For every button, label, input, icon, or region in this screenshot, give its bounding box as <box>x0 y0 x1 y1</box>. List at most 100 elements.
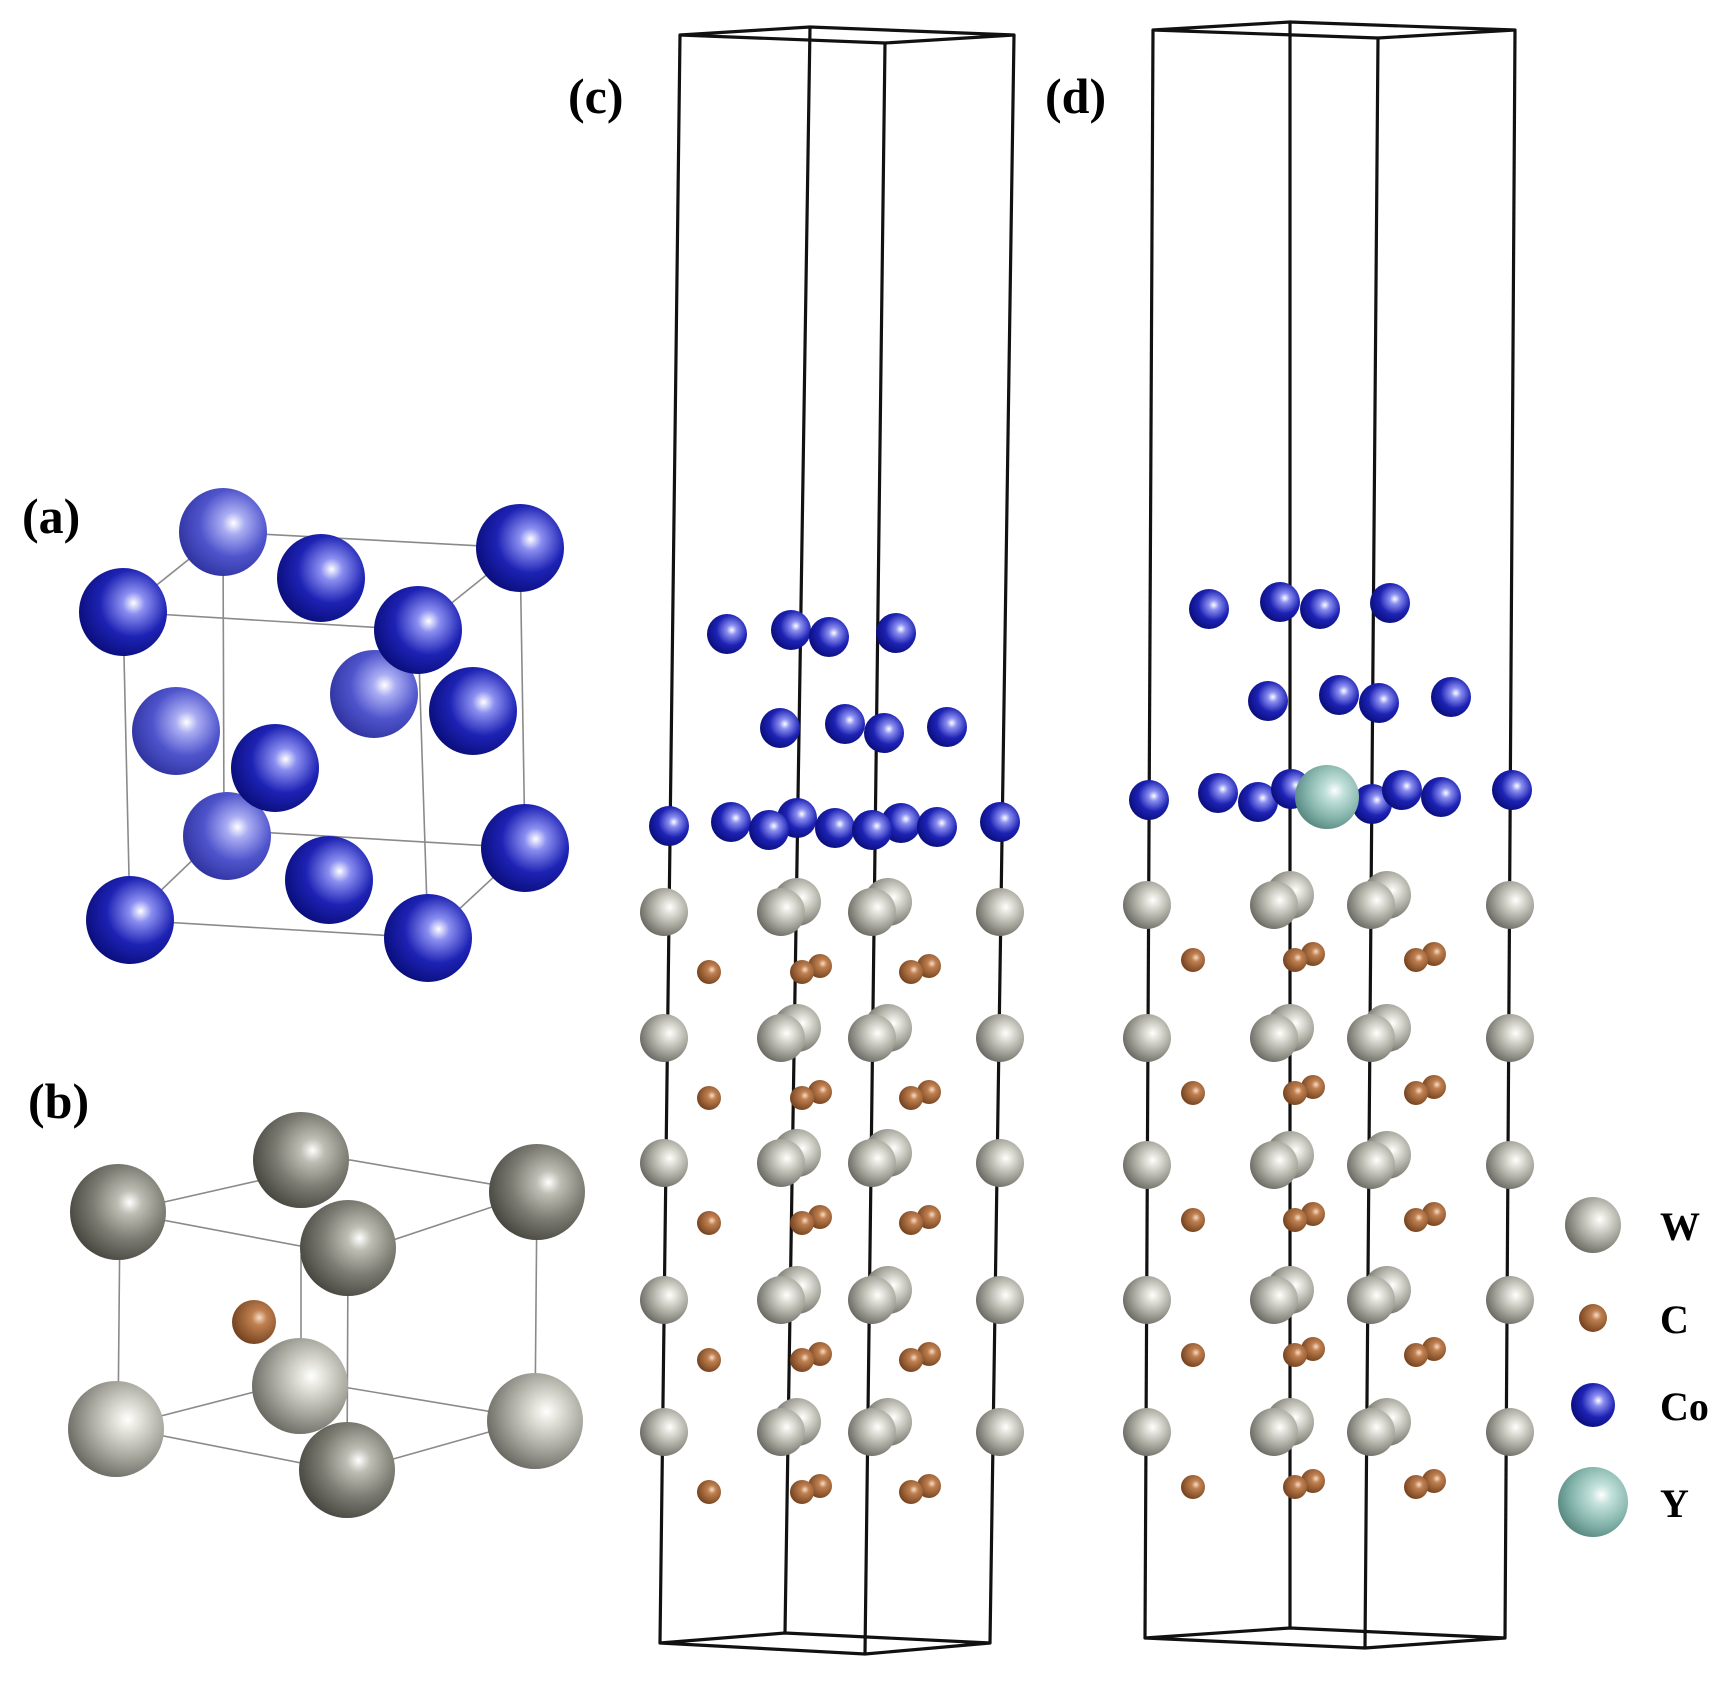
c-atom <box>697 960 721 984</box>
co-atom <box>749 810 789 850</box>
w-atom <box>1486 881 1534 929</box>
co-atom <box>707 614 747 654</box>
c-atom <box>790 1086 814 1110</box>
c-atom <box>1283 1081 1307 1105</box>
panel-d-slab-cell <box>1123 20 1534 1650</box>
w-atom <box>757 1014 805 1062</box>
c-atom <box>1181 1081 1205 1105</box>
co-atom <box>815 808 855 848</box>
co-atom <box>429 667 517 755</box>
co-atom <box>1189 589 1229 629</box>
co-atom <box>132 687 220 775</box>
c-atom <box>899 1086 923 1110</box>
co-atom <box>825 704 865 744</box>
w-atom <box>757 1408 805 1456</box>
c-atom <box>697 1086 721 1110</box>
w-atom <box>848 888 896 936</box>
panel-label-b: (b) <box>28 1073 89 1129</box>
c-atom <box>790 1211 814 1235</box>
co-atom <box>476 504 564 592</box>
panel-b-wc-cell <box>68 1112 585 1518</box>
c-atom <box>1181 948 1205 972</box>
legend-item-w: W <box>1565 1197 1700 1253</box>
co-atom <box>183 792 271 880</box>
co-atom <box>330 650 418 738</box>
w-atom <box>848 1276 896 1324</box>
co-atom <box>1248 681 1288 721</box>
co-atom <box>285 836 373 924</box>
co-atom <box>79 568 167 656</box>
legend-item-c: C <box>1579 1297 1689 1342</box>
legend-label-co: Co <box>1660 1384 1709 1429</box>
co-atom <box>231 724 319 812</box>
co-atom <box>481 804 569 892</box>
c-atom <box>232 1300 276 1344</box>
c-atom <box>1404 1343 1428 1367</box>
co-atom <box>852 810 892 850</box>
co-atom <box>649 806 689 846</box>
c-atom <box>1283 948 1307 972</box>
c-atom-icon <box>1579 1304 1607 1332</box>
co-atom <box>86 876 174 964</box>
w-atom <box>976 888 1024 936</box>
w-atom <box>1486 1141 1534 1189</box>
co-atom <box>864 713 904 753</box>
c-atom <box>1181 1475 1205 1499</box>
w-atom <box>848 1014 896 1062</box>
c-atom <box>790 1348 814 1372</box>
w-atom <box>976 1139 1024 1187</box>
c-atom <box>1283 1208 1307 1232</box>
w-atom <box>1250 1014 1298 1062</box>
co-atom <box>384 894 472 982</box>
w-atom <box>252 1338 348 1434</box>
c-atom <box>697 1480 721 1504</box>
co-atom <box>809 617 849 657</box>
c-atom <box>697 1348 721 1372</box>
panel-label-a: (a) <box>22 488 80 544</box>
panel-a-co-fcc-cell <box>79 488 569 982</box>
w-atom <box>1347 1014 1395 1062</box>
c-atom <box>1181 1208 1205 1232</box>
c-atom <box>790 1480 814 1504</box>
w-atom <box>487 1373 583 1469</box>
legend-label-c: C <box>1660 1297 1689 1342</box>
w-atom <box>1250 881 1298 929</box>
w-atom <box>976 1276 1024 1324</box>
w-atom <box>640 1139 688 1187</box>
co-atom-icon <box>1571 1383 1615 1427</box>
co-atom <box>1260 582 1300 622</box>
co-atom <box>1238 782 1278 822</box>
c-atom <box>899 1348 923 1372</box>
w-atom <box>757 1139 805 1187</box>
w-atom <box>757 1276 805 1324</box>
c-atom <box>697 1211 721 1235</box>
c-atom <box>1404 1208 1428 1232</box>
co-atom <box>374 586 462 674</box>
w-atom <box>1250 1141 1298 1189</box>
w-atom <box>1486 1014 1534 1062</box>
w-atom <box>489 1144 585 1240</box>
c-atom <box>1283 1343 1307 1367</box>
w-atom <box>1347 1276 1395 1324</box>
w-atom <box>70 1164 166 1260</box>
c-atom <box>1283 1475 1307 1499</box>
w-atom <box>640 1276 688 1324</box>
legend-item-y: Y <box>1558 1467 1689 1537</box>
w-atom <box>1123 1141 1171 1189</box>
c-atom <box>1404 1475 1428 1499</box>
y-atom-icon <box>1558 1467 1628 1537</box>
co-atom <box>1198 773 1238 813</box>
w-atom <box>1123 1276 1171 1324</box>
co-atom <box>771 610 811 650</box>
w-atom <box>1123 1014 1171 1062</box>
w-atom <box>1123 881 1171 929</box>
co-atom <box>1319 675 1359 715</box>
panel-c-slab-cell <box>640 25 1024 1656</box>
c-atom <box>899 1480 923 1504</box>
w-atom <box>640 1014 688 1062</box>
co-atom <box>1431 677 1471 717</box>
w-atom <box>1250 1408 1298 1456</box>
c-atom <box>1404 948 1428 972</box>
w-atom <box>1486 1276 1534 1324</box>
